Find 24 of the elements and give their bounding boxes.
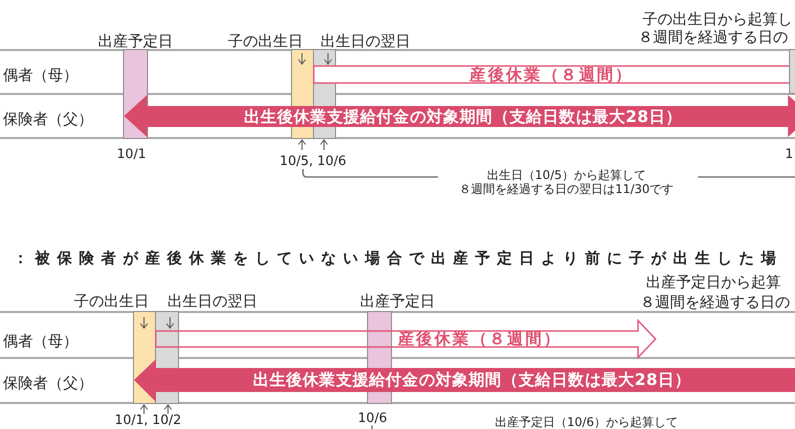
row-label: 保険者（父） bbox=[3, 110, 93, 128]
row-label: 偶者（母） bbox=[3, 66, 78, 84]
note-text: 出産予定日から起算８週間を経過する日の bbox=[640, 272, 791, 312]
block-arrow: 出生後休業支援給付金の対象期間（支給日数は最大28日） bbox=[134, 358, 795, 403]
date-label: 10/1 bbox=[116, 146, 146, 162]
row-label: 偶者（母） bbox=[3, 332, 78, 350]
column-heading: 子の出生日 bbox=[228, 32, 303, 50]
note-text: 子の出生日から起算し８週間を経過する日の bbox=[638, 10, 794, 46]
section-title: ：被保険者が産後休業をしていない場合で出産予定日より前に子が出生した場 bbox=[13, 249, 783, 267]
note-text: 出産予定日（10/6）から起算して bbox=[495, 416, 678, 428]
column-heading: 出産予定日 bbox=[360, 292, 435, 310]
date-column bbox=[789, 49, 795, 94]
column-heading: 子の出生日 bbox=[74, 292, 149, 310]
date-label: 10/1, 10/2 bbox=[114, 413, 182, 429]
date-label: 10/5, 10/6 bbox=[280, 154, 346, 170]
note-text: 出生日（10/5）から起算して８週間を経過する日の翌日は11/30です bbox=[458, 169, 675, 196]
date-label: 1 bbox=[785, 147, 794, 163]
row-label: 保険者（父） bbox=[3, 374, 93, 392]
block-arrow: 出生後休業支援給付金の対象期間（支給日数は最大28日） bbox=[124, 94, 795, 138]
outline-arrow: 産後休業（８週間） bbox=[155, 319, 657, 359]
column-heading: 出生日の翌日 bbox=[320, 32, 410, 50]
date-label: 10/6 bbox=[358, 410, 388, 426]
column-heading: 出産予定日 bbox=[98, 32, 173, 50]
column-heading: 出生日の翌日 bbox=[168, 292, 258, 310]
